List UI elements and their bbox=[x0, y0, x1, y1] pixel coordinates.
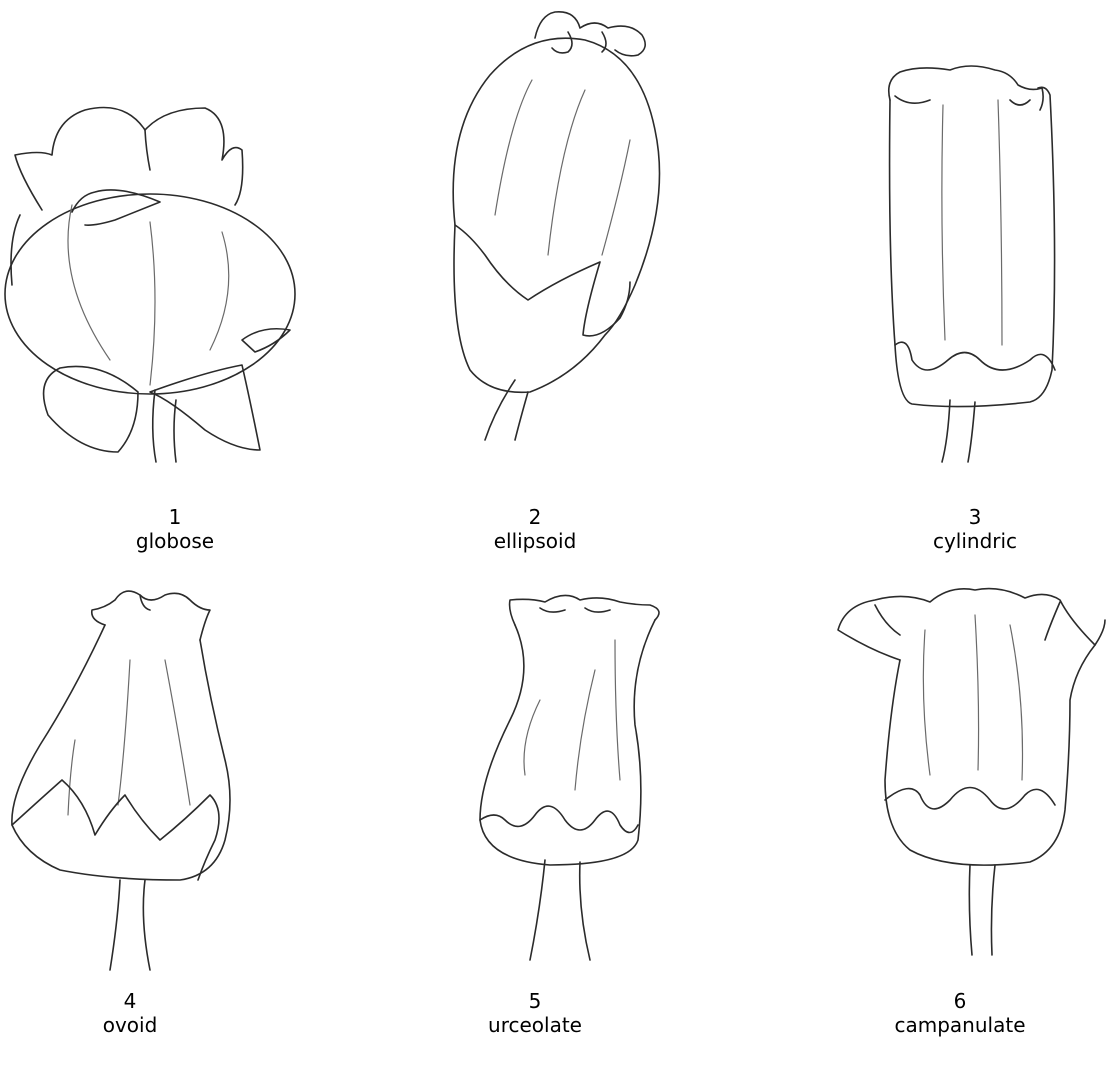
figure-globose: 1 globose bbox=[0, 0, 300, 470]
figure-1-name: globose bbox=[100, 529, 250, 553]
figure-4-number: 4 bbox=[55, 989, 205, 1013]
figure-5-name: urceolate bbox=[460, 1013, 610, 1037]
cylindric-flower-drawing bbox=[850, 0, 1111, 470]
ellipsoid-flower-drawing bbox=[380, 0, 730, 470]
figure-1-number: 1 bbox=[100, 505, 250, 529]
figure-ellipsoid: 2 ellipsoid bbox=[380, 0, 730, 470]
figure-2-number: 2 bbox=[460, 505, 610, 529]
figure-6-name: campanulate bbox=[885, 1013, 1035, 1037]
urceolate-flower-drawing bbox=[380, 580, 730, 1050]
figure-campanulate: 6 campanulate bbox=[830, 580, 1111, 1050]
figure-3-number: 3 bbox=[900, 505, 1050, 529]
figure-6-number: 6 bbox=[885, 989, 1035, 1013]
figure-3-name: cylindric bbox=[900, 529, 1050, 553]
figure-5-number: 5 bbox=[460, 989, 610, 1013]
figure-cylindric: 3 cylindric bbox=[850, 0, 1111, 470]
campanulate-flower-drawing bbox=[830, 580, 1111, 1050]
figure-urceolate: 5 urceolate bbox=[380, 580, 730, 1050]
figure-4-name: ovoid bbox=[55, 1013, 205, 1037]
figure-2-name: ellipsoid bbox=[460, 529, 610, 553]
figure-ovoid: 4 ovoid bbox=[0, 580, 300, 1050]
globose-flower-drawing bbox=[0, 0, 300, 470]
ovoid-flower-drawing bbox=[0, 580, 300, 1050]
